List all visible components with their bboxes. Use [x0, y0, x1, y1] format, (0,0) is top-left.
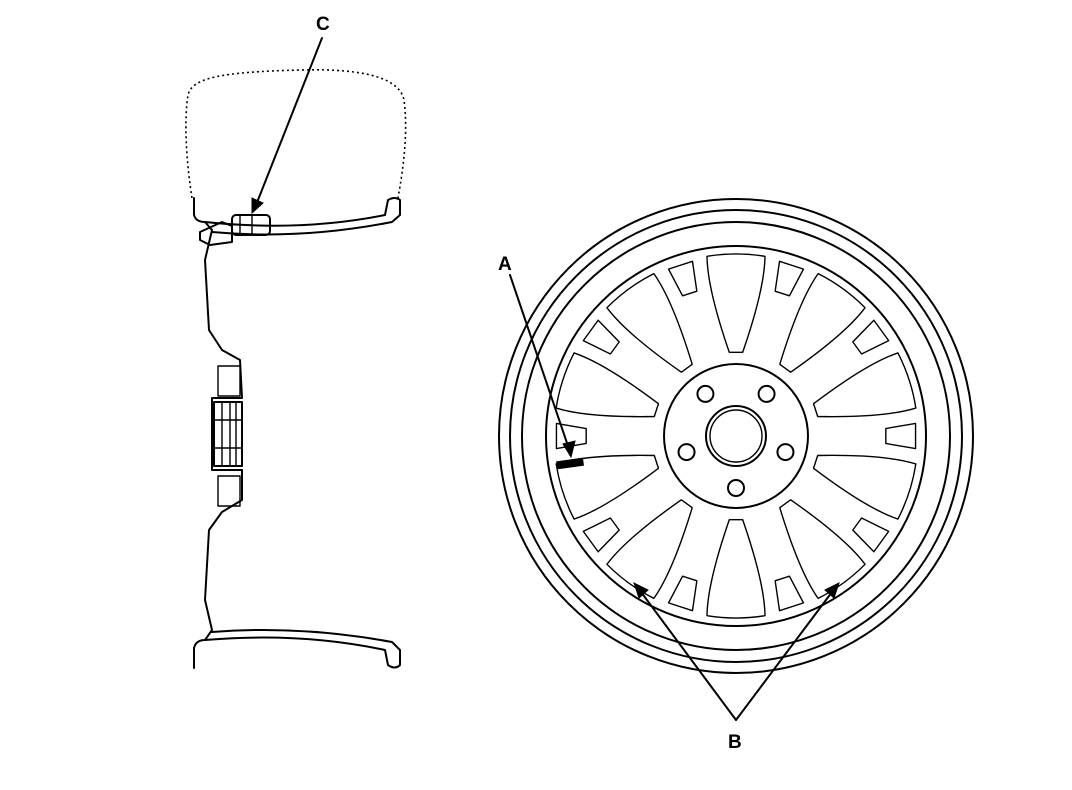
vent-slot [774, 260, 805, 297]
wheel-front-view [498, 198, 974, 674]
hub-pad [213, 401, 243, 467]
lug-hole [776, 443, 795, 462]
rim-barrel-bottom [204, 628, 401, 669]
callout-a: A [498, 254, 512, 275]
rim-edge-circle [509, 209, 963, 663]
rim-profile [193, 197, 243, 669]
valve-stem [199, 221, 233, 246]
lug-hole [757, 384, 776, 403]
spoke-window [606, 272, 693, 373]
vent-slot [667, 260, 698, 297]
spoke-window [779, 272, 866, 373]
callout-b: B [728, 732, 742, 753]
leader-lines [251, 37, 840, 721]
spoke-window [555, 352, 660, 418]
lug-holes [677, 384, 795, 497]
vent-slot [774, 575, 805, 612]
vent-slot [852, 319, 890, 355]
tire-outer-circle [498, 198, 974, 674]
spoke-pattern [555, 253, 917, 619]
spoke-window [606, 499, 693, 600]
callout-c: C [316, 14, 330, 35]
pressure-sensor [231, 214, 271, 236]
rim-inner-circle [545, 245, 927, 627]
vent-slot [885, 422, 917, 450]
spoke-window [812, 454, 917, 520]
hub-outer [663, 363, 809, 509]
spoke-window [555, 454, 660, 520]
vent-slot [582, 319, 620, 355]
spoke-window [779, 499, 866, 600]
lug-hole [727, 479, 745, 497]
vent-slot [852, 517, 890, 553]
rim-flange-circle [521, 221, 951, 651]
spoke-window [706, 519, 766, 619]
lug-hole [677, 443, 696, 462]
vent-slot [667, 575, 698, 612]
spoke-window [706, 253, 766, 353]
rim-barrel-top [204, 197, 401, 236]
vent-slot [582, 517, 620, 553]
center-bore [705, 405, 767, 467]
wheel-cross-section [185, 68, 407, 669]
tire-outline [185, 68, 407, 199]
spoke-window [812, 352, 917, 418]
lug-hole [696, 384, 715, 403]
mark-a [556, 457, 584, 470]
